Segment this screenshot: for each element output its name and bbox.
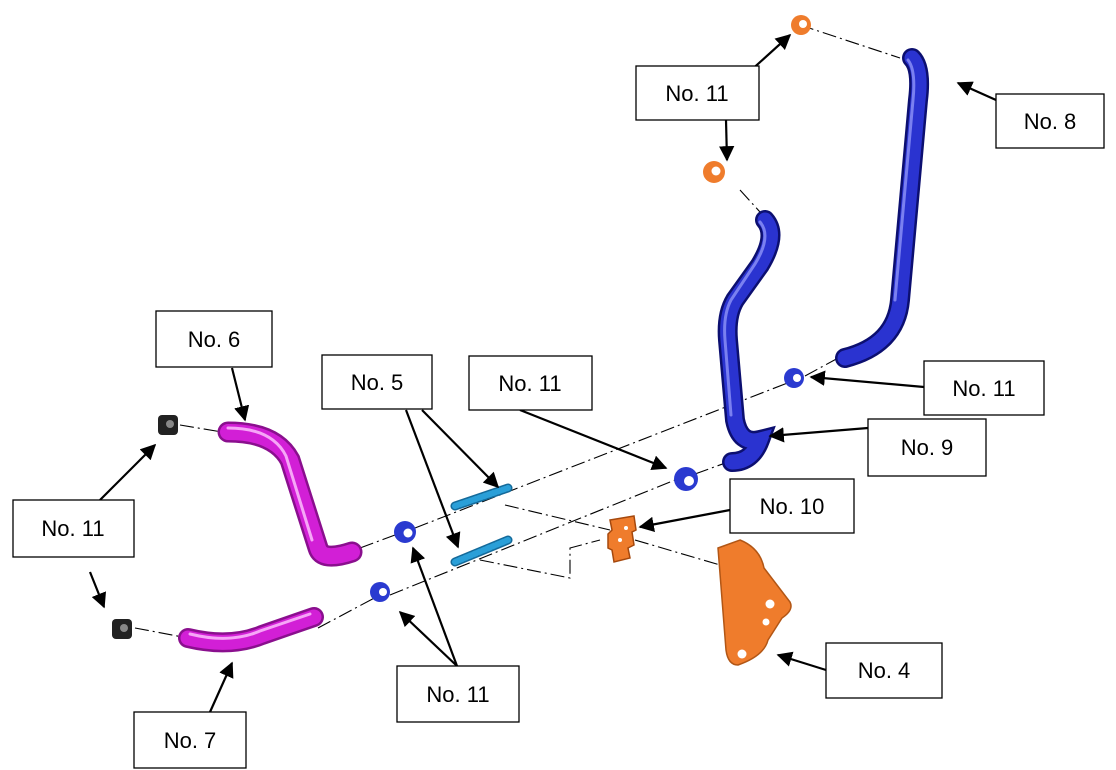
label-no11-left: No. 11 <box>12 499 135 558</box>
svg-text:No. 11: No. 11 <box>665 81 728 106</box>
label-no4: No. 4 <box>825 642 943 699</box>
label-no11-right: No. 11 <box>923 360 1045 416</box>
clamp-bottom-black <box>112 619 132 639</box>
clamp-top-right-orange <box>791 15 811 35</box>
hose-no7 <box>178 607 324 653</box>
clamp-mid-blue <box>394 521 416 543</box>
svg-text:No. 11: No. 11 <box>498 371 561 396</box>
label-no5: No. 5 <box>321 354 433 410</box>
svg-text:No. 7: No. 7 <box>164 728 217 753</box>
svg-text:No. 11: No. 11 <box>952 376 1015 401</box>
clamp-right-blue <box>784 368 804 388</box>
svg-text:No. 9: No. 9 <box>901 435 954 460</box>
svg-text:No. 5: No. 5 <box>351 370 404 395</box>
svg-text:No. 8: No. 8 <box>1024 109 1077 134</box>
bracket-no4 <box>717 539 792 666</box>
svg-text:No. 11: No. 11 <box>41 516 104 541</box>
hose-no9 <box>717 210 781 472</box>
label-no9: No. 9 <box>867 418 987 477</box>
label-no11-top: No. 11 <box>635 65 760 121</box>
label-no6: No. 6 <box>155 310 273 368</box>
label-no11-bottom: No. 11 <box>396 665 520 723</box>
hose-no8 <box>835 48 930 368</box>
hose-no6 <box>217 421 363 567</box>
clip-no10 <box>607 515 637 563</box>
label-no10: No. 10 <box>729 478 855 534</box>
svg-text:No. 10: No. 10 <box>760 494 825 519</box>
label-no11-center: No. 11 <box>468 355 593 411</box>
pins-no5 <box>450 483 513 567</box>
svg-text:No. 6: No. 6 <box>188 327 241 352</box>
svg-text:No. 11: No. 11 <box>426 682 489 707</box>
clamp-top-orange <box>703 161 725 183</box>
label-no7: No. 7 <box>133 711 247 769</box>
clamp-left-black <box>158 415 178 435</box>
label-no8: No. 8 <box>995 93 1105 149</box>
leader-arrows <box>88 33 997 713</box>
svg-text:No. 4: No. 4 <box>858 658 911 683</box>
clamp-lower-blue <box>370 582 390 602</box>
clamp-center-blue <box>674 467 698 491</box>
